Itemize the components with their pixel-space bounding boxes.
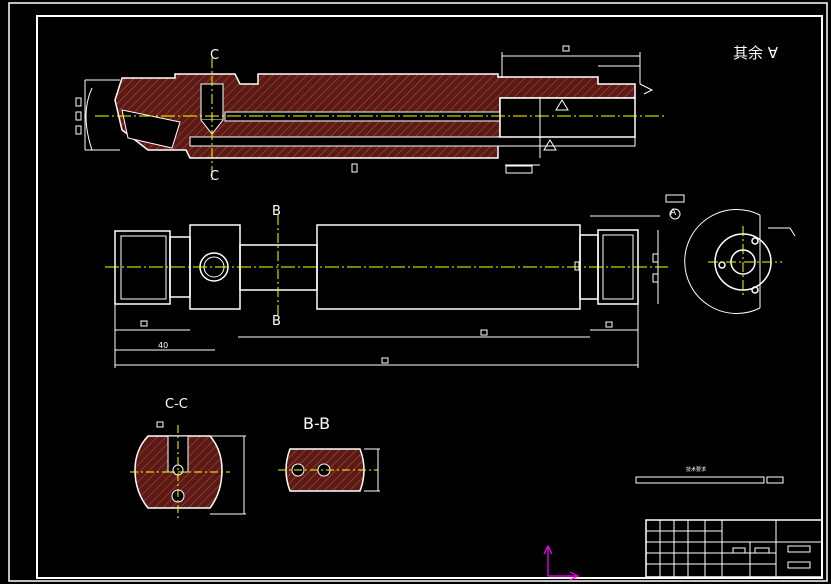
section-c-view bbox=[130, 421, 246, 518]
section-mark-c-bottom: C bbox=[210, 169, 220, 184]
title-block bbox=[645, 519, 823, 578]
requirements-tag bbox=[766, 476, 784, 484]
datum-triangle-1 bbox=[555, 99, 569, 111]
dim-tag-1 bbox=[75, 97, 82, 107]
end-view-hole-3 bbox=[751, 286, 759, 294]
sheet-border-outer bbox=[8, 2, 828, 582]
datum-triangle-2 bbox=[543, 139, 557, 151]
dim-tag-4 bbox=[351, 163, 358, 173]
dimension-40: 40 bbox=[158, 341, 169, 350]
section-mark-b-top: B bbox=[272, 204, 281, 219]
angled-hole bbox=[121, 109, 181, 149]
datum-circle-a bbox=[669, 208, 681, 220]
surface-mark-1 bbox=[639, 83, 654, 95]
section-mark-c-top: C bbox=[210, 48, 220, 63]
end-view-hole-2 bbox=[718, 261, 726, 269]
dim-tag-5 bbox=[562, 45, 570, 52]
elevation-dim-tags bbox=[140, 194, 685, 364]
section-c-title: C-C bbox=[165, 397, 188, 412]
ucs-axis-icon bbox=[543, 544, 580, 581]
dim-tag-2 bbox=[75, 111, 82, 121]
requirements-title: 技术要求 bbox=[686, 467, 707, 473]
end-view-hole-1 bbox=[751, 237, 759, 245]
bore-right bbox=[499, 97, 636, 138]
section-b-title: B-B bbox=[303, 414, 331, 433]
section-b-view bbox=[278, 448, 380, 492]
datum-label-a: A bbox=[670, 208, 677, 218]
dim-box-1 bbox=[505, 165, 533, 174]
sheet-border-inner bbox=[36, 15, 823, 579]
bore-lower bbox=[189, 136, 636, 147]
main-section-view bbox=[75, 45, 665, 180]
elevation-dims bbox=[114, 215, 660, 368]
section-mark-b-bottom: B bbox=[272, 314, 281, 329]
dim-tag-3 bbox=[75, 125, 82, 135]
surface-finish-note: 其余 ∀ bbox=[733, 44, 779, 62]
end-view-outer-arc bbox=[684, 209, 761, 314]
head-left bbox=[85, 87, 93, 151]
requirements-bar bbox=[635, 476, 765, 484]
